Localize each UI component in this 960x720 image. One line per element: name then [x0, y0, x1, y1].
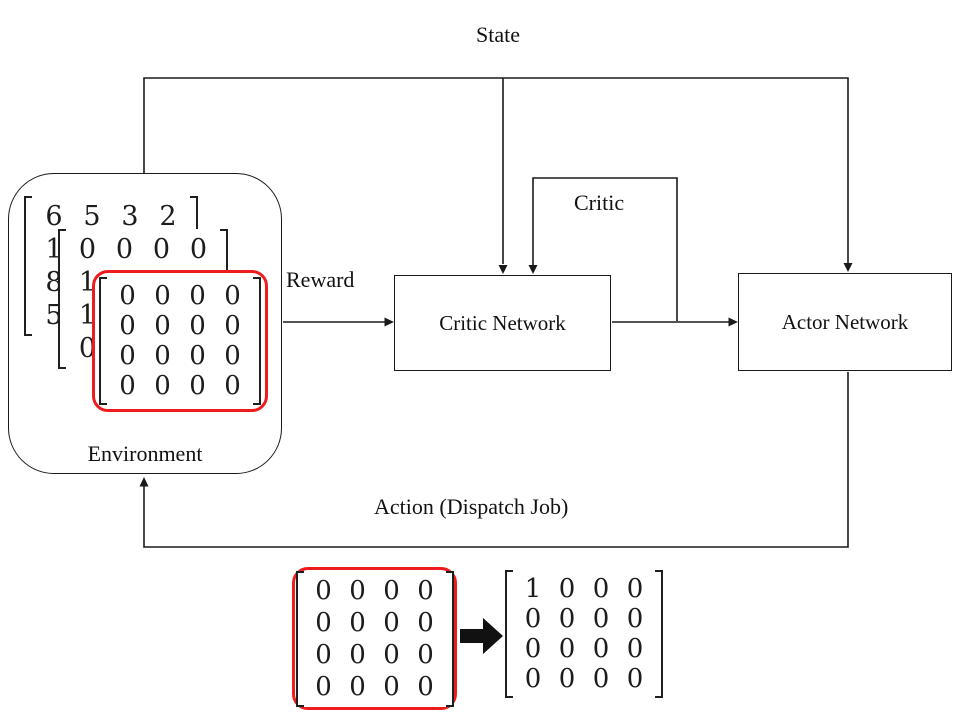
critic-feedback-arrowhead-icon	[528, 265, 538, 274]
environment-label: Environment	[87, 441, 203, 466]
critic-output-arrowhead-icon	[728, 317, 738, 327]
actor-network-node: Actor Network	[738, 273, 952, 371]
action-label: Action (Dispatch Job)	[374, 494, 569, 519]
reward-label: Reward	[286, 267, 355, 292]
state-label: State	[476, 22, 520, 47]
action-arrowhead-icon	[139, 477, 149, 487]
critic-label: Critic	[574, 190, 625, 215]
transform-arrow-icon	[460, 618, 503, 654]
actor-network-label: Actor Network	[781, 309, 909, 334]
critic-network-label: Critic Network	[439, 310, 566, 335]
reward-arrowhead-icon	[384, 317, 394, 327]
critic-network-node: Critic Network	[394, 275, 611, 371]
